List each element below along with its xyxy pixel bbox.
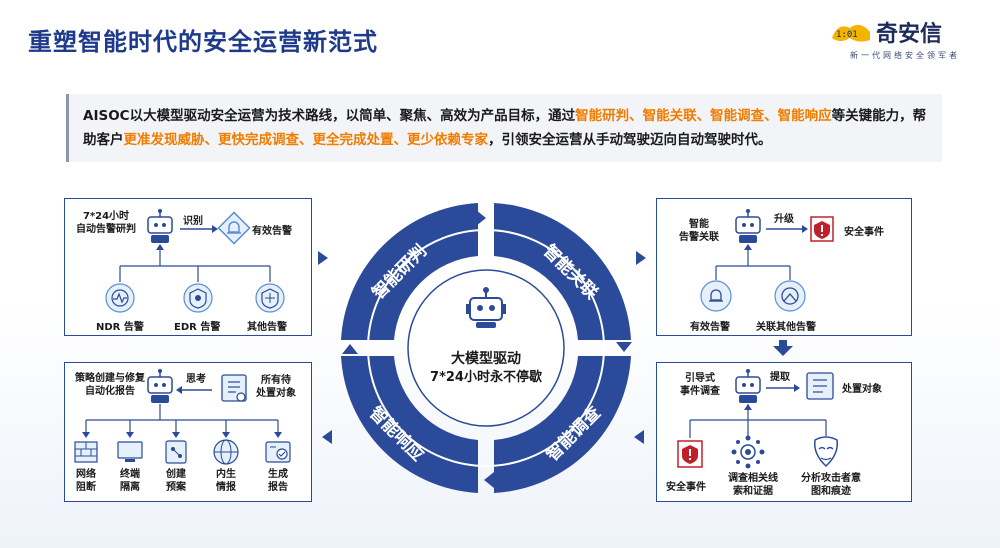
box4-terminal-icon <box>117 441 143 462</box>
box2-result-label: 安全事件 <box>844 227 884 238</box>
box-intelligent-respond <box>64 362 312 502</box>
svg-text:1:01: 1:01 <box>836 30 858 40</box>
logo-name: 奇安信 <box>876 22 943 47</box>
box4-output-playbook: 创建 预案 <box>166 469 186 493</box>
box2-graphics <box>700 209 834 312</box>
box2-source-related: 关联其他告警 <box>756 322 816 333</box>
arrow-ring-to-box4-icon <box>322 430 332 444</box>
box-intelligent-correlate <box>656 198 912 336</box>
box4-intel-icon <box>213 439 239 465</box>
box2-robot-label: 智能 告警关联 <box>679 219 719 243</box>
ring-arrow-top <box>476 210 486 226</box>
arrow-box1-to-ring-icon <box>318 251 328 265</box>
intro-paragraph: AISOC以大模型驱动安全运营为技术路线，以简单、聚焦、高效为产品目标，通过智能… <box>66 94 942 162</box>
box1-robot-label: 7*24小时 自动告警研判 <box>76 211 136 235</box>
box1-result-label: 有效告警 <box>252 226 292 237</box>
box4-output-isolate: 终端 隔离 <box>120 469 140 493</box>
center-robot-icon <box>466 287 506 328</box>
intro-text-1: AISOC以大模型驱动安全运营为技术路线，以简单、聚焦、高效为产品目标，通过 <box>83 108 576 124</box>
box4-output-block: 网络 阻断 <box>76 469 96 493</box>
box4-playbook-icon <box>165 440 187 464</box>
arrow-box3-to-ring-icon <box>634 430 644 444</box>
box4-output-report: 生成 报告 <box>268 469 288 493</box>
box3-robot-label: 引导式 事件调查 <box>680 373 720 397</box>
intro-text-2: 等关键能力，帮助客户 <box>83 108 927 148</box>
box1-source-edr: EDR 告警 <box>174 322 221 333</box>
box2-robot-icon <box>735 209 761 243</box>
box1-valid-alert-icon <box>217 211 251 245</box>
box1-robot-icon <box>147 209 173 243</box>
box2-action-label: 升级 <box>774 214 794 225</box>
box3-robot-icon <box>735 369 761 403</box>
logo-slogan: 新一代网络安全领军者 <box>850 51 960 60</box>
box4-firewall-icon <box>74 441 98 463</box>
box1-ndr-icon <box>105 283 135 313</box>
box2-related-alert-icon <box>774 280 806 312</box>
box3-disposal-object-icon <box>806 372 834 400</box>
box4-robot-label: 策略创建与修复 自动化报告 <box>75 373 145 397</box>
center-subtitle: 7*24小时永不停歇 <box>430 370 542 385</box>
box2-security-event-icon <box>810 216 834 242</box>
box3-source-intent: 分析攻击者意 图和痕迹 <box>801 473 861 497</box>
box3-result-label: 处置对象 <box>842 384 882 395</box>
box1-edr-icon <box>183 283 213 313</box>
arrow-ring-to-box2-icon <box>636 251 646 265</box>
box4-robot-icon <box>147 369 173 403</box>
box4-output-intel: 内生 情报 <box>216 469 236 493</box>
arrow-box2-to-box3-icon <box>773 340 793 356</box>
box1-action-label: 识别 <box>183 216 203 227</box>
intro-highlight-2: 更准发现威胁、更快完成调查、更全完成处置、更少依赖专家 <box>123 132 489 148</box>
box2-valid-alert-icon <box>700 280 732 312</box>
box4-report-icon <box>265 441 291 463</box>
box-intelligent-judge <box>64 198 312 336</box>
box4-action-label: 思考 <box>186 374 206 385</box>
box3-source-clues: 调查相关线 索和证据 <box>728 473 778 497</box>
box3-security-event-icon <box>677 440 703 468</box>
intro-text-3: ，引领安全运营从手动驾驶迈向自动驾驶时代。 <box>488 132 772 148</box>
box1-source-other: 其他告警 <box>247 322 287 333</box>
ring-arrow-right <box>616 342 632 352</box>
logo: 1:01 奇安信 新一代网络安全领军者 <box>830 14 980 64</box>
box-intelligent-investigate <box>656 362 912 502</box>
ring-arrow-left <box>342 344 358 354</box>
ring-arrow-bottom <box>484 472 494 488</box>
box3-attacker-mask-icon <box>813 436 839 468</box>
box1-graphics <box>105 209 285 313</box>
box2-source-valid: 有效告警 <box>690 322 730 333</box>
box3-source-event: 安全事件 <box>666 482 706 493</box>
page-title: 重塑智能时代的安全运营新范式 <box>28 28 378 56</box>
box4-graphics <box>74 369 291 465</box>
box3-graphics <box>677 369 839 469</box>
box1-source-ndr: NDR 告警 <box>96 322 144 333</box>
box3-clue-network-icon <box>731 435 765 469</box>
box1-other-alert-icon <box>255 283 285 313</box>
box4-input-label: 所有待 处置对象 <box>256 375 296 399</box>
box3-action-label: 提取 <box>770 372 790 383</box>
intro-highlight-1: 智能研判、智能关联、智能调查、智能响应 <box>575 108 832 124</box>
logo-mark-icon: 1:01 <box>832 24 870 42</box>
center-title: 大模型驱动 <box>451 351 521 367</box>
box4-pending-objects-icon <box>221 374 247 402</box>
capability-ring <box>341 203 632 493</box>
